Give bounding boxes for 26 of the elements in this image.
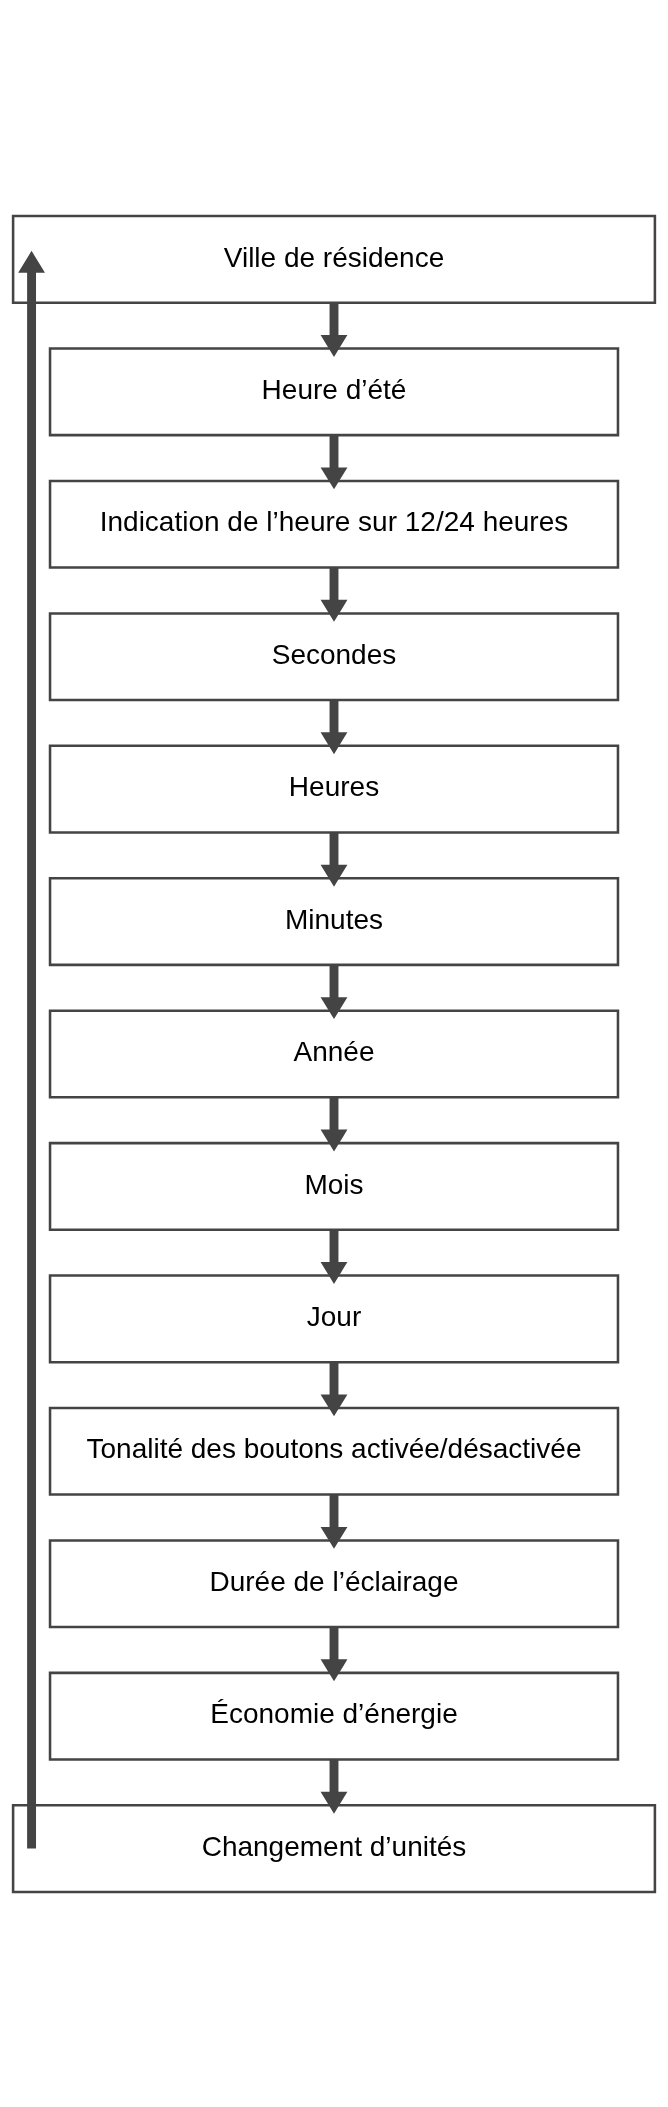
arrow (320, 1494, 348, 1549)
arrow (320, 964, 348, 1019)
node-box: Heures (48, 744, 620, 834)
node-box: Ville de résidence (11, 214, 657, 304)
node-box: Minutes (48, 876, 620, 966)
node-box: Heure d’été (48, 346, 620, 436)
arrow (18, 250, 45, 1849)
node-box: Indication de l’heure sur 12/24 heures (48, 479, 620, 569)
arrow (320, 302, 348, 357)
arrow (320, 699, 348, 754)
node-box: Tonalité des boutons activée/désactivée (48, 1406, 620, 1496)
arrow (320, 1229, 348, 1284)
arrow (320, 1759, 348, 1814)
node-box: Secondes (48, 611, 620, 701)
node-box: Économie d’énergie (48, 1671, 620, 1761)
arrow (320, 1626, 348, 1681)
node-box: Changement d’unités (11, 1803, 657, 1893)
arrow (320, 832, 348, 887)
arrow (320, 1096, 348, 1151)
node-box: Jour (48, 1273, 620, 1363)
arrow (320, 434, 348, 489)
arrow (320, 1361, 348, 1416)
node-box: Année (48, 1008, 620, 1099)
node-box: Durée de l’éclairage (48, 1538, 620, 1628)
arrow (320, 567, 348, 622)
node-box: Mois (48, 1141, 620, 1231)
